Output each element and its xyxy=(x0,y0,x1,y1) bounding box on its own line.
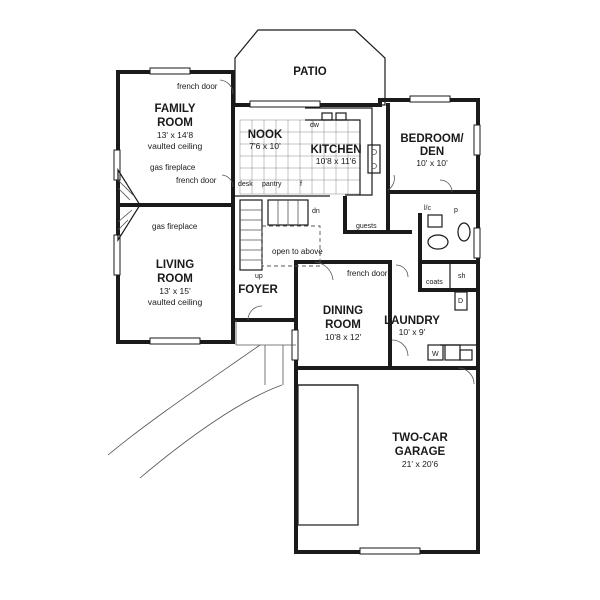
dryer-label: D xyxy=(458,298,463,305)
french-door-dining-label: french door xyxy=(347,269,388,278)
french-door-top-label: french door xyxy=(177,82,218,91)
windows xyxy=(113,67,481,555)
gas-fireplace-family-label: gas fireplace xyxy=(150,163,196,172)
up-label: up xyxy=(255,273,263,280)
fridge-label: f xyxy=(300,181,302,188)
garage-size: 21' x 20'6 xyxy=(402,459,438,469)
foyer-label: FOYER xyxy=(238,284,278,296)
entry-walk xyxy=(235,320,296,346)
living-room-label-2: ROOM xyxy=(157,273,193,285)
room-labels: PATIO FAMILY ROOM 13' x 14'8 vaulted cei… xyxy=(148,66,465,469)
french-door-mid-label: french door xyxy=(176,176,217,185)
patio-label: PATIO xyxy=(293,66,326,78)
family-room-size: 13' x 14'8 xyxy=(157,130,193,140)
garage-label-1: TWO-CAR xyxy=(392,432,448,444)
dn-label: dn xyxy=(312,208,320,215)
dining-room-label-2: ROOM xyxy=(325,319,361,331)
guests-label: guests xyxy=(356,223,377,230)
door-swings xyxy=(219,79,475,385)
garage-door xyxy=(297,384,359,526)
desk-label: desk xyxy=(238,181,253,188)
kitchen-tile-floor xyxy=(239,119,361,195)
interior-walls xyxy=(116,70,480,370)
family-room-label-1: FAMILY xyxy=(154,103,195,115)
bedroom-label-1: BEDROOM/ xyxy=(400,133,464,145)
nook-label: NOOK xyxy=(248,129,283,141)
washer-label: W xyxy=(432,351,439,358)
kitchen-label: KITCHEN xyxy=(310,144,361,156)
path-curve-2 xyxy=(139,384,283,479)
kitchen-size: 10'8 x 11'6 xyxy=(316,156,357,166)
staircase xyxy=(239,199,321,271)
lc-label: l/c xyxy=(424,205,432,212)
dining-room-size: 10'8 x 12' xyxy=(325,332,362,342)
kitchen-counters xyxy=(305,107,381,196)
laundry-appliances xyxy=(427,291,473,361)
path-curve-1 xyxy=(107,344,261,456)
pantry-label: pantry xyxy=(262,181,282,188)
open-to-above-label: open to above xyxy=(272,247,323,256)
living-room-note: vaulted ceiling xyxy=(148,297,203,307)
dining-room-label-1: DINING xyxy=(323,305,363,317)
garage-label-2: GARAGE xyxy=(395,446,446,458)
gas-fireplace-living-label: gas fireplace xyxy=(152,222,198,231)
living-room-size: 13' x 15' xyxy=(159,286,191,296)
p-label: p xyxy=(454,207,458,214)
bedroom-size: 10' x 10' xyxy=(416,158,448,168)
nook-size: 7'6 x 10' xyxy=(249,141,281,151)
family-room-label-2: ROOM xyxy=(157,117,193,129)
living-room-label-1: LIVING xyxy=(156,259,194,271)
bedroom-label-2: DEN xyxy=(420,146,444,158)
family-room-note: vaulted ceiling xyxy=(148,141,203,151)
laundry-size: 10' x 9' xyxy=(399,327,426,337)
fireplace-icon xyxy=(117,167,141,243)
annotation-labels: french door gas fireplace french door ga… xyxy=(150,82,466,358)
coats-label: coats xyxy=(426,279,443,286)
laundry-label: LAUNDRY xyxy=(384,315,440,327)
sh-label: sh xyxy=(458,273,466,280)
bath-fixtures xyxy=(427,214,471,250)
dw-label: dw xyxy=(310,122,320,129)
